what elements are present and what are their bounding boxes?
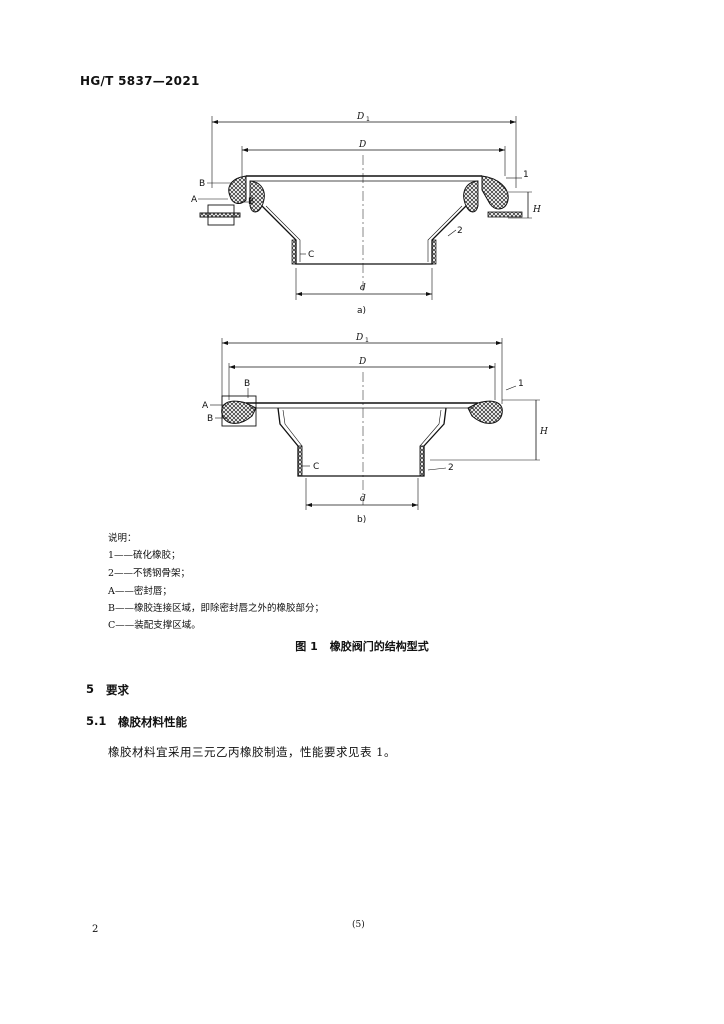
body-paragraph: 橡胶材料宜采用三元乙丙橡胶制造，性能要求见表 1。: [108, 745, 396, 759]
panel-b-callout-c: C: [313, 462, 319, 472]
figure-1-drawings: D 1 D d H 1 2 A B B C a): [191, 112, 548, 525]
panel-a-callout-b-upper: B: [199, 179, 205, 189]
legend-item: B——橡胶连接区域，即除密封唇之外的橡胶部分；: [108, 603, 324, 614]
panel-a-callout-2: 2: [457, 226, 463, 236]
panel-b-callout-b-lower: B: [207, 414, 213, 424]
page-number: 2: [92, 924, 99, 935]
section-5-1-title: 橡胶材料性能: [118, 715, 187, 729]
panel-a-callout-1: 1: [523, 170, 529, 180]
panel-b-labels: D 1 D d H 1 2 A B B C b): [202, 333, 548, 525]
section-5-title: 要求: [106, 683, 129, 697]
figure-caption-text: 橡胶阀门的结构型式: [329, 640, 429, 653]
panel-a-labels: D 1 D d H 1 2 A B B C a): [191, 112, 541, 316]
panel-b-callout-b-upper: B: [244, 379, 250, 389]
legend-item: C——装配支撑区域。: [108, 620, 201, 631]
panel-b-callout-a: A: [202, 401, 209, 411]
panel-b-callout-1: 1: [518, 379, 524, 389]
panel-b-d-small-label: d: [360, 494, 366, 504]
standard-code: HG/T 5837—2021: [80, 74, 200, 88]
panel-a-callout-c: C: [308, 250, 314, 260]
legend-item: 1——硫化橡胶；: [108, 550, 181, 561]
panel-b-drawing: [210, 338, 540, 510]
panel-b-d1-sub: 1: [365, 337, 369, 344]
figure-caption-number: 图 1: [295, 640, 318, 653]
section-5-number: 5: [86, 682, 95, 696]
panel-a-d1-sub: 1: [366, 116, 370, 123]
panel-b-d1-label: D: [355, 333, 363, 343]
legend-title: 说明：: [108, 533, 137, 544]
panel-a-callout-a: A: [191, 195, 198, 205]
panel-a-h-label: H: [532, 205, 541, 215]
panel-b-d-label: D: [358, 357, 366, 367]
panel-a-callout-b-lower: B: [248, 197, 254, 207]
panel-a-d1-label: D: [356, 112, 364, 122]
panel-a-d-label: D: [358, 140, 366, 150]
panel-a-d-small-label: d: [360, 283, 366, 293]
panel-a-drawing: [198, 116, 532, 300]
panel-b-sublabel: b): [357, 515, 366, 525]
section-5-1-number: 5.1: [86, 714, 107, 728]
page-mark: (5): [352, 920, 365, 930]
panel-a-sublabel: a): [357, 306, 366, 316]
panel-b-callout-2: 2: [448, 463, 454, 473]
panel-b-h-label: H: [539, 427, 548, 437]
figure-caption: 图 1 橡胶阀门的结构型式: [0, 638, 724, 654]
legend-item: A——密封唇；: [108, 586, 172, 597]
legend-item: 2——不锈钢骨架；: [108, 568, 191, 579]
